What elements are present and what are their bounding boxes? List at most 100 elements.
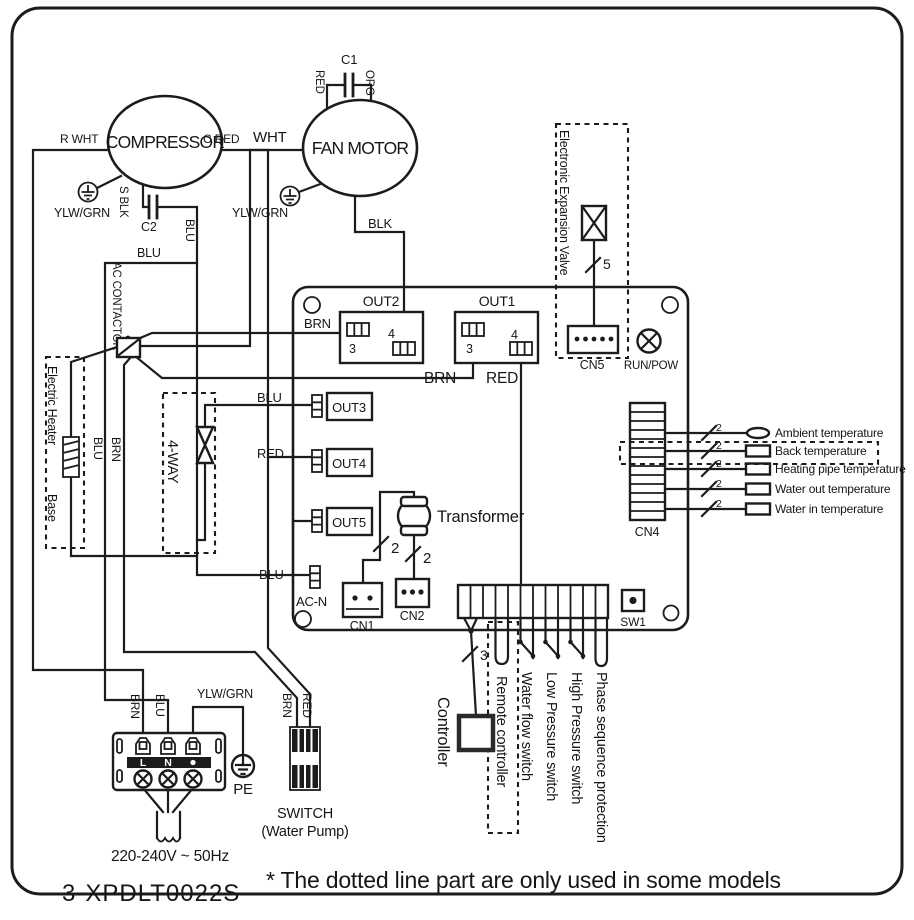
- connector-3pin-icon: [311, 509, 323, 533]
- eev-label: Electronic Expansion Valve: [557, 130, 571, 276]
- compressor-outline: [106, 94, 224, 190]
- wire: [141, 180, 150, 209]
- terminal-block: L N BRN BLU YLW/GRN PE 220-240V ~ 50Hz: [111, 687, 256, 865]
- out3: OUT3: [311, 391, 374, 422]
- wire-label: RED: [257, 446, 284, 461]
- wire: [494, 616, 510, 666]
- wire-label: BRN: [304, 316, 331, 331]
- compressor-label: COMPRESSOR: [106, 132, 225, 152]
- slash-mark: [404, 545, 422, 563]
- wire-label: ORG: [363, 70, 375, 96]
- wire-label: BRN: [424, 370, 456, 387]
- eev-valve-icon: [580, 204, 608, 242]
- wire-label: RED: [486, 370, 518, 387]
- board-outline: [291, 285, 690, 632]
- contactor-icon: [115, 336, 142, 359]
- electronic-expansion-valve: Electronic Expansion Valve: [554, 122, 630, 360]
- sensor-probe-icon: [745, 426, 771, 440]
- wire-label: BLK: [368, 216, 393, 231]
- wiring: [31, 83, 749, 814]
- wire-label: BLU: [91, 437, 105, 460]
- connector-3pin-icon: [392, 341, 416, 356]
- wire-label: BLU: [137, 246, 161, 260]
- back-temp-dashed-box: [618, 440, 880, 466]
- switch-subtitle: (Water Pump): [261, 824, 348, 840]
- wire: [543, 616, 560, 660]
- sensor-label: Water out temperature: [775, 482, 891, 496]
- sensor-label: Ambient temperature: [775, 426, 884, 440]
- remote-controller-dashed-box: [486, 620, 520, 835]
- base-electric-heater: Electric Heater Base: [44, 355, 86, 550]
- mounting-slot: [116, 769, 123, 783]
- mounting-slot: [215, 738, 222, 754]
- controller-label: Controller: [434, 697, 452, 767]
- switch-title: SWITCH: [277, 806, 333, 822]
- ground-icon: [279, 185, 301, 207]
- wire-label: BLU: [257, 390, 282, 405]
- terminal-ground-dot: [190, 759, 196, 766]
- pin-label: 4: [511, 328, 518, 342]
- compressor: COMPRESSOR R WHT C RED S BLK C2 BLU YLW/…: [54, 94, 240, 260]
- wire-label: YLW/GRN: [54, 206, 110, 220]
- out4-label: OUT4: [332, 456, 366, 471]
- wire: [220, 148, 315, 459]
- connector-3pin-icon: [346, 322, 370, 337]
- protection-label: Remote controller: [493, 676, 509, 787]
- wire-count: 2: [423, 550, 431, 567]
- fan-motor-label: FAN MOTOR: [312, 138, 409, 158]
- cn4-connector: CN4: [628, 401, 667, 539]
- wire: [138, 148, 305, 348]
- wire-label: BRN: [109, 437, 123, 462]
- mounting-hole: [303, 296, 321, 314]
- connector-3pin-icon: [461, 322, 485, 337]
- terminal-label-bar: [127, 757, 211, 768]
- diagram-frame: [10, 6, 904, 896]
- out4: OUT4: [311, 447, 374, 478]
- wire: [568, 616, 585, 660]
- terminal-l-label: L: [140, 757, 147, 769]
- c1-capacitor-icon: [343, 72, 355, 98]
- four-way-label: 4-WAY: [164, 440, 180, 484]
- water-pump-switch: BRN RED SWITCH (Water Pump): [261, 693, 349, 840]
- clamp-terminal-icon: [135, 737, 201, 755]
- wire: [663, 431, 749, 511]
- wire-label: YLW/GRN: [232, 206, 288, 220]
- slash-mark: [700, 424, 718, 518]
- contactor-label: AC CONTACTOR: [110, 262, 122, 351]
- wire-label: BLU: [183, 219, 197, 242]
- wire: [156, 205, 316, 577]
- model-number: 3-XPDLT0022S: [62, 880, 240, 907]
- wire: [103, 261, 199, 738]
- wire: [203, 403, 316, 429]
- pe-label: PE: [233, 781, 253, 798]
- wire: [69, 345, 119, 439]
- sensor-probe-icon: [744, 482, 772, 496]
- sensor-label: Heating pipe temperature: [775, 462, 906, 476]
- slash-mark: [584, 256, 602, 274]
- out5-label: OUT5: [332, 515, 366, 530]
- connector-3pin-icon: [311, 394, 323, 418]
- mounting-slot: [215, 769, 222, 783]
- wire-label: WHT: [253, 129, 287, 146]
- ac-contactor: AC CONTACTOR BLU BRN BLU: [91, 219, 197, 462]
- transformer: Transformer: [396, 495, 525, 537]
- ac-n-connector: [309, 565, 321, 589]
- pin-label: 4: [388, 327, 395, 341]
- run-pow-label: RUN/POW: [624, 360, 679, 372]
- out1-label: OUT1: [479, 293, 516, 309]
- dotted-line-note: * The dotted line part are only used in …: [266, 867, 781, 893]
- wire: [594, 616, 609, 668]
- sw1-label: SW1: [620, 615, 646, 629]
- protection-label: High Pressure switch: [568, 672, 584, 804]
- wire-count: 2: [391, 540, 399, 557]
- run-pow-led: RUN/POW: [624, 328, 679, 372]
- connector-3pin-icon: [311, 449, 323, 473]
- out5: OUT5: [311, 506, 374, 537]
- fan-motor-outline: [301, 98, 419, 198]
- sensor-probe-icon: [744, 462, 772, 476]
- out1-relay: OUT1 3 4: [453, 293, 540, 365]
- sw1-button: SW1: [620, 588, 646, 629]
- wire: [195, 461, 207, 542]
